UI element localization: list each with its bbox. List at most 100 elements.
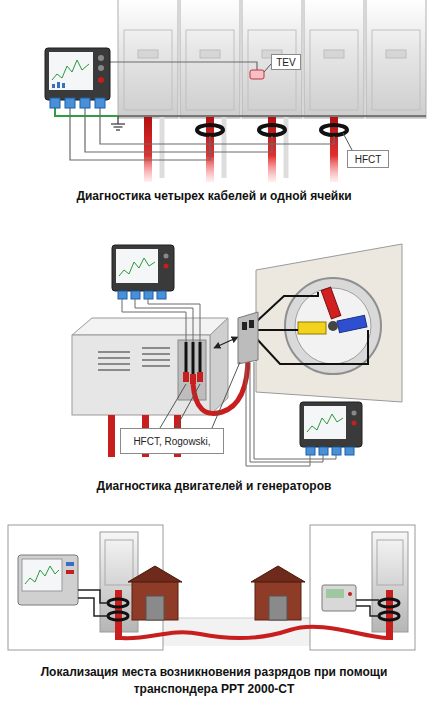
power-cables: [144, 116, 338, 182]
hfct-rings: [259, 125, 285, 135]
switchgear-cells: [118, 0, 426, 118]
caption-text: Локализация места возникновения разрядов…: [34, 664, 394, 699]
leader-lines: [176, 384, 200, 428]
buried-cable: [122, 627, 386, 638]
caption-text: Диагностика четырех кабелей и одной ячей…: [34, 188, 394, 205]
power-cables: [284, 116, 289, 178]
motor-generator: [256, 244, 402, 402]
power-cables: [222, 116, 227, 178]
substation-frame: [356, 606, 379, 616]
measurement-wires: [110, 62, 257, 70]
pd-analyzer: [164, 254, 169, 259]
switchgear-cabinet: [142, 347, 170, 349]
motor-generator: [256, 329, 298, 331]
switchgear-cells: [310, 30, 358, 110]
substation-frame: [108, 612, 128, 620]
pd-analyzer: [62, 83, 65, 88]
caption-text: Диагностика двигателей и генераторов: [34, 478, 394, 495]
substation-frame: [25, 566, 59, 584]
pd-analyzer: [246, 364, 310, 466]
brick-building: [128, 566, 182, 582]
switchgear-cabinet: [197, 372, 203, 382]
substation-frame: [348, 592, 352, 596]
switchgear-cells: [242, 0, 302, 118]
switchgear-cells: [180, 0, 240, 118]
pd-analyzer: [135, 299, 193, 342]
measurement-wires: [55, 108, 118, 116]
substation-frame: [322, 585, 356, 611]
pd-analyzer: [80, 98, 90, 108]
switchgear-cells: [186, 30, 234, 110]
switchgear-cabinet: [72, 318, 228, 415]
switchgear-cells: [324, 50, 344, 58]
box-text: HFCT, Rogowski,: [133, 436, 210, 447]
leader-lines: [160, 362, 240, 428]
pd-analyzer: [131, 291, 140, 299]
motor-generator: [298, 322, 326, 334]
box-text: TEV: [276, 57, 295, 68]
leader-lines: [343, 133, 352, 150]
brick-building: [251, 566, 305, 582]
pd-analyzer: [319, 447, 328, 455]
pd-analyzer: [98, 55, 104, 61]
hfct-rings: [197, 125, 347, 135]
substation-frame: [310, 525, 415, 650]
brick-building: [132, 580, 178, 620]
substation-frame: [78, 598, 108, 616]
brick-building: [128, 566, 182, 620]
pd-analyzer: [45, 48, 110, 100]
pd-analyzer: [157, 291, 166, 299]
switchgear-cells: [124, 30, 172, 110]
substation-frame: [310, 525, 415, 650]
motor-generator: [328, 321, 338, 331]
pd-analyzer: [95, 98, 105, 108]
substation-frame: [386, 590, 393, 640]
switchgear-cells: [200, 50, 220, 58]
measurement-wires: [85, 108, 272, 152]
motor-generator: [256, 330, 368, 364]
pd-analyzer: [246, 362, 362, 466]
substation-frame: [377, 540, 403, 585]
label-box: HFCT: [347, 150, 389, 168]
brick-building: [269, 596, 287, 620]
cabinet-cables: [193, 356, 248, 413]
box-text: HFCT: [355, 154, 382, 165]
leader-lines: [212, 362, 240, 428]
switchgear-cells: [118, 0, 178, 118]
power-cables: [160, 116, 165, 178]
ground-symbol: [116, 129, 120, 130]
measurement-wires: [100, 108, 334, 144]
pd-analyzer: [307, 414, 343, 432]
substation-frame: [105, 540, 133, 585]
switchgear-cabinet: [98, 357, 130, 359]
brick-building: [255, 580, 301, 620]
switchgear-cells: [386, 50, 406, 58]
pd-analyzer: [112, 245, 174, 291]
substation-frame: [379, 599, 399, 607]
pd-analyzer: [148, 299, 200, 342]
brick-building: [146, 596, 164, 620]
ground-bar: [118, 115, 426, 117]
pd-analyzer: [332, 447, 341, 455]
pd-analyzer: [98, 77, 104, 83]
motor-generator: [295, 288, 371, 364]
substation-frame: [78, 590, 108, 603]
pd-analyzer: [45, 48, 110, 108]
pd-analyzer: [306, 447, 315, 455]
switchgear-cabinet: [142, 365, 170, 367]
leader-lines: [264, 64, 352, 150]
pd-analyzer: [300, 402, 362, 447]
leader-lines: [160, 384, 186, 428]
substation-frame: [66, 570, 74, 574]
switchgear-cells: [138, 50, 158, 58]
pd-analyzer: [65, 98, 75, 108]
tev-sensor: [250, 70, 264, 79]
motor-generator: [238, 312, 258, 364]
switchgear-cabinet: [72, 318, 228, 335]
substation-frame: [66, 562, 74, 566]
power-cables: [144, 116, 152, 182]
pd-analyzer: [116, 249, 158, 283]
